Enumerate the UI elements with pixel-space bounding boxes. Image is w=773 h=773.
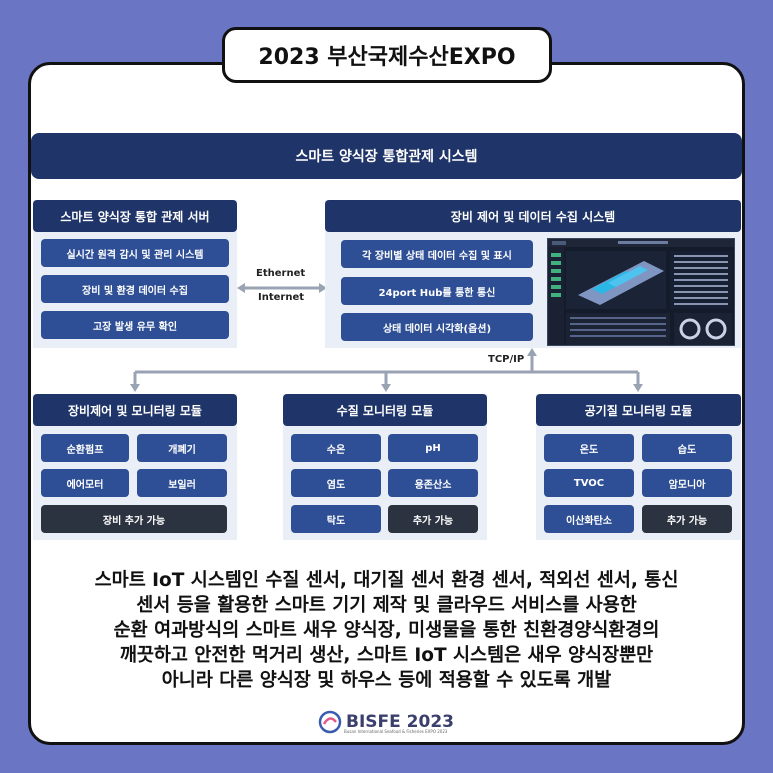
module-item: 염도 [291, 469, 381, 497]
description: 스마트 IoT 시스템인 수질 센서, 대기질 센서 환경 센서, 적외선 센서… [34, 568, 739, 693]
bisfe-logo: BISFE 2023 Busan International Seafood &… [318, 707, 458, 737]
description-line: 아니라 다른 양식장 및 하우스 등에 적용할 수 있도록 개발 [161, 670, 612, 691]
module-item: 이산화탄소 [544, 505, 634, 533]
server-item: 실시간 원격 감시 및 관리 시스템 [41, 239, 229, 267]
description-line: 순환 여과방식의 스마트 새우 양식장, 미생물을 통한 친환경양식환경의 [113, 620, 660, 641]
water-module-title: 수질 모니터링 모듈 [283, 394, 487, 426]
module-item: 개폐기 [137, 434, 227, 462]
bisfe-logo-icon [318, 710, 342, 734]
logo-subtext: Busan International Seafood & Fisheries … [344, 729, 448, 734]
server-item: 고장 발생 유무 확인 [41, 311, 229, 339]
description-line: 센서 등을 활용한 스마트 기기 제작 및 클라우드 서비스를 사용한 [136, 595, 637, 616]
module-add-item: 추가 가능 [642, 505, 732, 533]
server-panel-title: 스마트 양식장 통합 관제 서버 [33, 200, 237, 232]
page-title: 2023 부산국제수산EXPO [222, 27, 552, 83]
module-item: 온도 [544, 434, 634, 462]
module-item: 에어모터 [41, 469, 129, 497]
collector-item: 24port Hub를 통한 통신 [341, 277, 533, 305]
dashboard-image [548, 239, 734, 345]
dashboard-screenshot [547, 238, 735, 346]
module-item: 보일러 [137, 469, 227, 497]
module-item: 탁도 [291, 505, 381, 533]
module-item: 순환펌프 [41, 434, 129, 462]
air-module-title: 공기질 모니터링 모듈 [536, 394, 741, 426]
connector-lines [130, 348, 643, 392]
equipment-module-title: 장비제어 및 모니터링 모듈 [33, 394, 237, 426]
module-item: 습도 [642, 434, 732, 462]
module-add-item: 장비 추가 가능 [41, 505, 227, 533]
module-item: TVOC [544, 469, 634, 497]
bidirectional-arrow [237, 283, 327, 293]
module-item: 암모니아 [642, 469, 732, 497]
server-item: 장비 및 환경 데이터 수집 [41, 275, 229, 303]
description-line: 스마트 IoT 시스템인 수질 센서, 대기질 센서 환경 센서, 적외선 센서… [94, 570, 679, 591]
logo-text: BISFE 2023 [346, 712, 454, 732]
description-line: 깨끗하고 안전한 먹거리 생산, 스마트 IoT 시스템은 새우 양식장뿐만 [119, 645, 654, 666]
collector-panel-title: 장비 제어 및 데이터 수집 시스템 [325, 200, 741, 232]
module-item: pH [388, 434, 478, 462]
internet-label: Internet [258, 292, 305, 303]
collector-item: 상태 데이터 시각화(옵션) [341, 313, 533, 341]
tcp-ip-label: TCP/IP [488, 354, 525, 365]
ethernet-label: Ethernet [256, 268, 306, 279]
module-add-item: 추가 가능 [388, 505, 478, 533]
module-item: 수온 [291, 434, 381, 462]
collector-item: 각 장비별 상태 데이터 수집 및 표시 [341, 240, 533, 268]
system-title-bar: 스마트 양식장 통합관제 시스템 [31, 133, 742, 179]
module-item: 용존산소 [388, 469, 478, 497]
